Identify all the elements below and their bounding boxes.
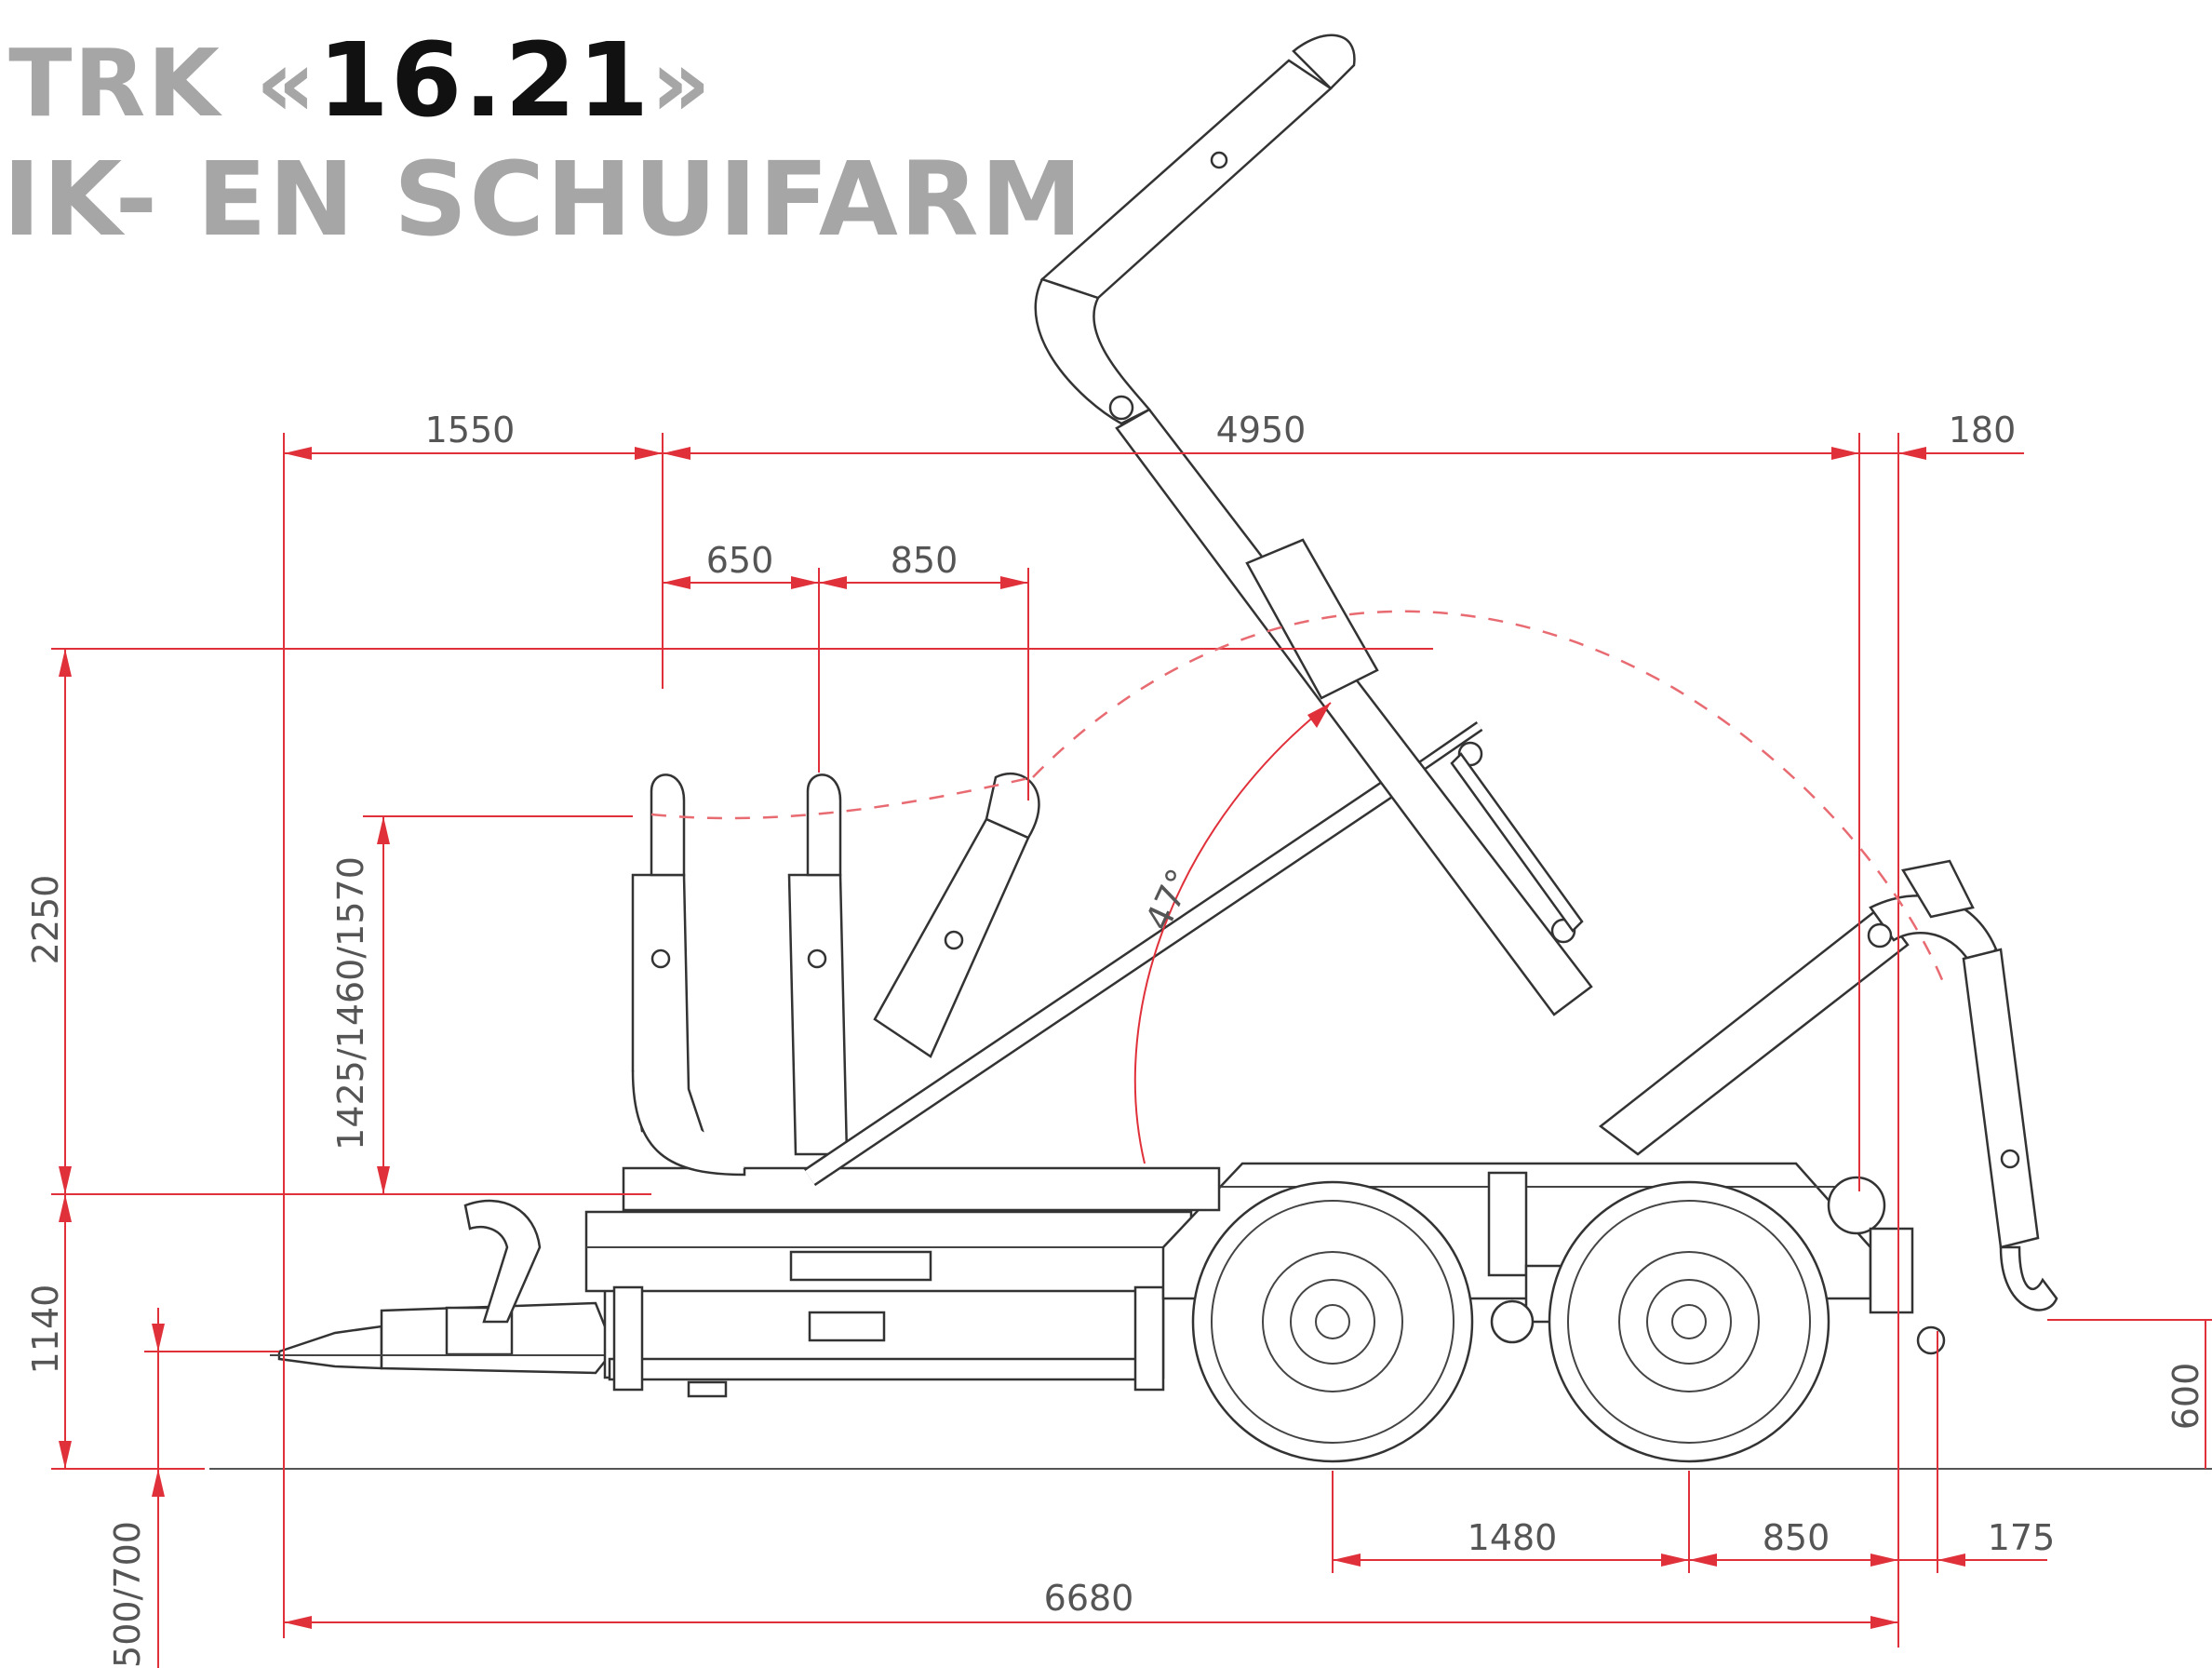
hydraulic-cylinder xyxy=(803,721,1483,1187)
title-suffix: » xyxy=(650,29,713,138)
lift-base-rail xyxy=(622,1166,1221,1212)
dim-1550: 1550 xyxy=(425,410,516,451)
dim-180: 180 xyxy=(1949,410,2017,451)
dim-1425-1460-1570: 1425/1460/1570 xyxy=(330,856,371,1150)
rear-roller xyxy=(1916,1325,1946,1355)
dimension-lines xyxy=(51,433,2212,1668)
dim-175: 175 xyxy=(1988,1517,2056,1558)
rear-light xyxy=(1869,1227,1914,1314)
title-line-2: IIK- EN SCHUIFARM xyxy=(0,140,1085,259)
dim-850-bottom: 850 xyxy=(1763,1517,1830,1558)
drawbar xyxy=(270,1301,616,1375)
wheel-front xyxy=(1191,1180,1474,1463)
hose-support xyxy=(463,1199,542,1324)
dim-6680: 6680 xyxy=(1044,1578,1134,1619)
dim-500-700: 500/700 xyxy=(107,1521,148,1668)
title-line-1: ITRK «16.21» xyxy=(0,20,713,140)
dim-1140: 1140 xyxy=(25,1285,66,1375)
title-prefix: ITRK « xyxy=(0,29,318,138)
hook-position-1 xyxy=(631,773,746,1177)
tipped-hook-arm xyxy=(1598,859,2058,1312)
dim-4950: 4950 xyxy=(1216,410,1307,451)
dim-650: 650 xyxy=(706,540,774,581)
dim-1480: 1480 xyxy=(1468,1517,1558,1558)
model-number: 16.21 xyxy=(317,20,651,140)
wheel-rear xyxy=(1548,1180,1830,1463)
chassis-frame xyxy=(584,1210,1193,1398)
trailer-drawing xyxy=(270,34,2058,1463)
hook-position-2 xyxy=(787,773,849,1156)
dim-850-top: 850 xyxy=(891,540,959,581)
rear-pivot xyxy=(1827,1176,1886,1235)
raised-hook-arm xyxy=(1034,34,1593,1016)
hook-position-3 xyxy=(873,772,1040,1058)
dim-600: 600 xyxy=(2165,1363,2206,1431)
dim-2250: 2250 xyxy=(25,875,66,965)
